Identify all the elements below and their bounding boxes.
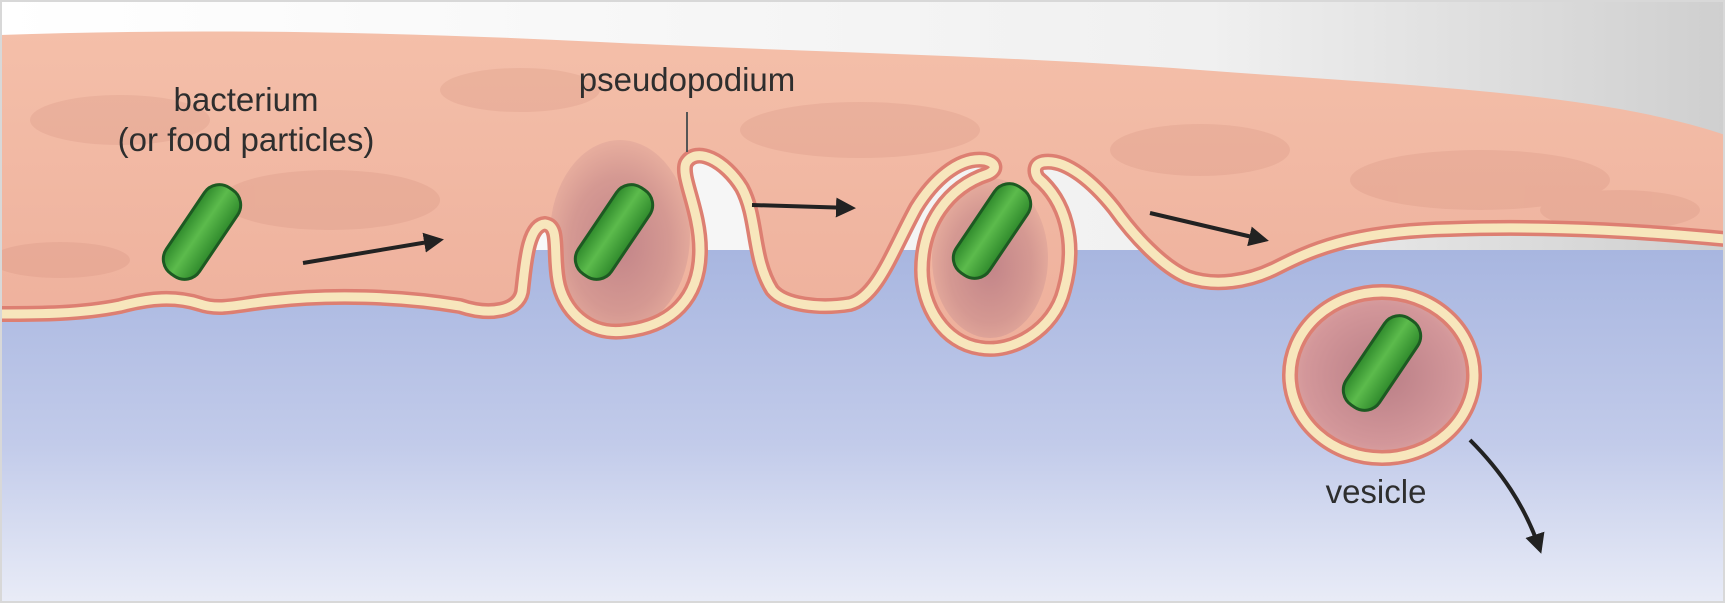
pseudopodium-label: pseudopodium <box>579 61 796 98</box>
bacterium-label-line2: (or food particles) <box>118 121 375 158</box>
bacterium-label-line1: bacterium <box>174 81 319 118</box>
vesicle-label: vesicle <box>1326 473 1427 510</box>
